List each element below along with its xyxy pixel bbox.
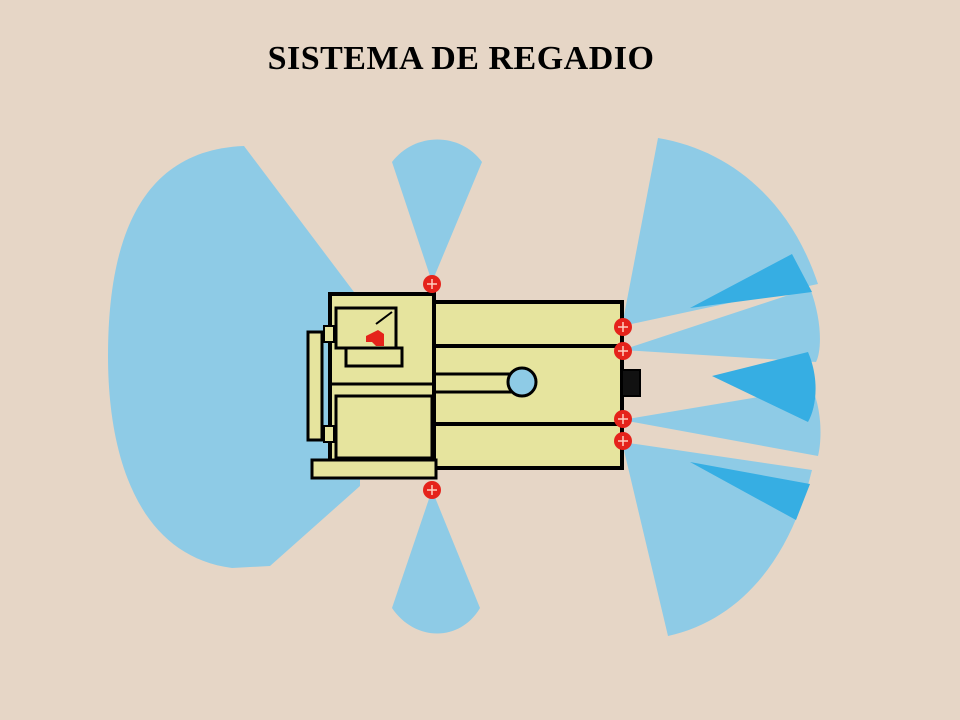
- spray-zone-top: [392, 139, 482, 282]
- sprinkler-icon: [614, 318, 632, 336]
- spray-overlap-3: [690, 462, 810, 520]
- spray-zone-right-3: [622, 388, 821, 456]
- sprinkler-icon: [614, 342, 632, 360]
- diagram-title: SISTEMA DE REGADIO: [267, 40, 655, 77]
- faucet-icon: [366, 330, 384, 346]
- building-plan: [306, 292, 624, 480]
- room-diagonal: [375, 311, 393, 325]
- spray-zone-bottom: [392, 490, 480, 634]
- small-box-upper: [323, 325, 335, 343]
- corridor: [344, 346, 404, 368]
- room-lower-left: [334, 394, 434, 460]
- sprinkler-icon: [614, 432, 632, 450]
- interior-lines: [323, 311, 622, 443]
- sprinklers: [423, 275, 632, 499]
- building-base: [310, 458, 438, 480]
- small-box-lower: [323, 425, 335, 443]
- water-tank: [506, 366, 538, 398]
- spray-zone-left: [108, 146, 360, 568]
- building-side-wall: [306, 330, 324, 442]
- sprinkler-icon: [423, 275, 441, 293]
- spray-overlap-2: [712, 352, 816, 422]
- sprinkler-icon: [614, 410, 632, 428]
- spray-overlaps: [690, 254, 816, 520]
- sprinkler-icon: [423, 481, 441, 499]
- pump-unit: [621, 369, 641, 397]
- spray-overlap-1: [690, 254, 812, 308]
- spray-zone-right-2: [622, 288, 820, 362]
